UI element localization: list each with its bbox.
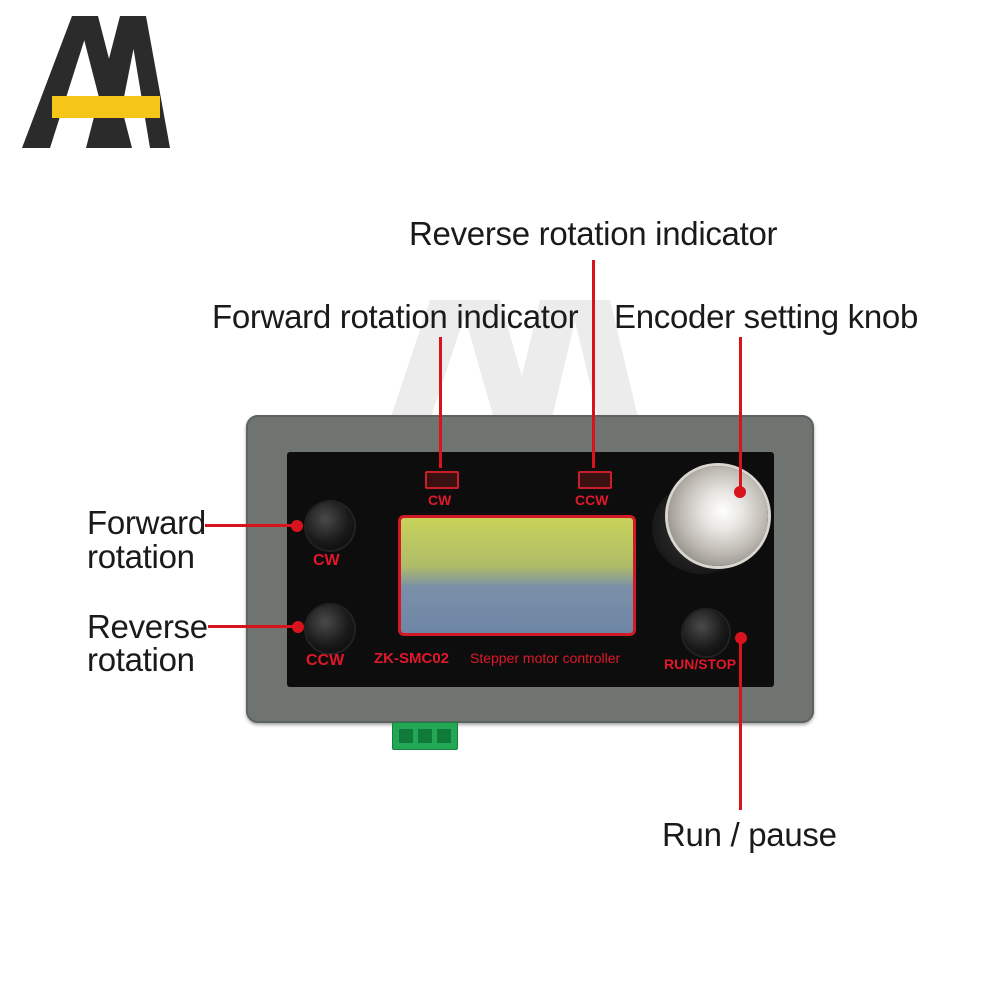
label-forward-rotation-indicator: Forward rotation indicator bbox=[212, 298, 579, 335]
label-encoder-setting-knob: Encoder setting knob bbox=[614, 298, 919, 335]
callout-dot-run-pause bbox=[735, 632, 747, 644]
model-label: ZK-SMC02 bbox=[374, 650, 450, 667]
label-forward-rotation-line2: rotation bbox=[87, 538, 195, 575]
led-cw-label: CW bbox=[428, 492, 452, 508]
label-reverse-rotation-line1: Reverse bbox=[87, 608, 208, 645]
callout-dot-reverse-rotation bbox=[292, 621, 304, 633]
description-label: Stepper motor controller bbox=[470, 650, 621, 666]
ccw-button-label: CCW bbox=[306, 652, 345, 669]
label-reverse-rotation-indicator: Reverse rotation indicator bbox=[409, 215, 778, 252]
callout-line-reverse-rotation bbox=[208, 625, 298, 628]
lcd-display bbox=[398, 515, 636, 636]
callout-line-forward-indicator bbox=[439, 337, 442, 468]
callout-line-reverse-indicator bbox=[592, 260, 595, 468]
label-forward-rotation-line1: Forward bbox=[87, 504, 206, 541]
callout-line-run-pause bbox=[739, 640, 742, 810]
run-stop-button[interactable] bbox=[683, 610, 729, 656]
led-ccw-indicator bbox=[578, 471, 612, 489]
cw-button-label: CW bbox=[313, 552, 340, 569]
callout-dot-encoder bbox=[734, 486, 746, 498]
label-reverse-rotation-line2: rotation bbox=[87, 641, 195, 678]
cw-button[interactable] bbox=[306, 502, 354, 550]
knob-cap bbox=[668, 466, 768, 566]
led-cw-indicator bbox=[425, 471, 459, 489]
led-ccw-label: CCW bbox=[575, 492, 609, 508]
terminal-block bbox=[392, 722, 458, 750]
callout-line-encoder bbox=[739, 337, 742, 492]
brand-logo bbox=[22, 16, 170, 148]
callout-dot-forward-rotation bbox=[291, 520, 303, 532]
callout-line-forward-rotation bbox=[205, 524, 297, 527]
run-stop-button-label: RUN/STOP bbox=[664, 656, 737, 672]
label-run-pause: Run / pause bbox=[662, 816, 837, 853]
ccw-button[interactable] bbox=[306, 605, 354, 653]
encoder-knob[interactable] bbox=[650, 462, 776, 582]
